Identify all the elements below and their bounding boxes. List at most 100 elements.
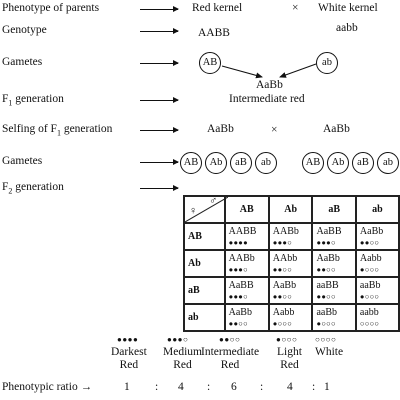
- cell-genotype: Aabb: [272, 306, 295, 318]
- ratio-separator: :: [207, 381, 211, 393]
- cell-genotype: AaBB: [228, 279, 254, 291]
- corner-diagonal: [185, 197, 228, 222]
- punnett-cell: AABB●●●●: [223, 222, 270, 251]
- punnett-header-row: ♀ ♂ AB Ab aB ab: [183, 195, 400, 224]
- punnett-cell: Aabb●○○○: [267, 303, 314, 332]
- parent2-phenotype: White kernel: [318, 2, 378, 14]
- punnett-cell: aaBB●●○○: [311, 276, 357, 305]
- gamete-right-1: AB: [302, 152, 324, 174]
- gamete-parent2: ab: [316, 52, 338, 74]
- cross-symbol-1: ×: [292, 2, 299, 14]
- punnett-cell: Aabb●○○○: [354, 249, 400, 278]
- class-line1: Medium: [163, 346, 202, 358]
- label-phenotype-of-parents: Phenotype of parents: [2, 2, 100, 14]
- punnett-cell: AaBB●●●○: [311, 222, 357, 251]
- cell-dots: ○○○○: [359, 318, 380, 328]
- ratio-value: 4: [178, 381, 184, 393]
- selfing-parent2: AaBb: [323, 123, 350, 135]
- class-line2: Red: [173, 359, 192, 371]
- f1-prefix: F: [2, 93, 9, 105]
- punnett-col-head: Ab: [267, 195, 314, 224]
- parent1-genotype: AABB: [198, 27, 230, 39]
- punnett-cell: aabb○○○○: [354, 303, 400, 332]
- cell-dots: ●●○○: [316, 264, 336, 274]
- cell-dots: ●○○○: [316, 318, 336, 328]
- f2-prefix: F: [2, 181, 9, 193]
- selfing-sub: 1: [56, 128, 61, 138]
- arrow-f2: [140, 185, 179, 191]
- cross-symbol-2: ×: [271, 124, 278, 136]
- class-line2: Red: [220, 359, 240, 371]
- cell-genotype: AABb: [272, 225, 299, 237]
- arrow-gametes: [140, 60, 179, 66]
- cell-dots: ●●○○: [316, 291, 336, 301]
- arrow-gametes-2: [140, 159, 179, 165]
- parent1-phenotype: Red kernel: [192, 2, 243, 14]
- cell-dots: ●●○○: [359, 237, 380, 247]
- cell-dots: ●●●○: [272, 237, 293, 247]
- punnett-row-head: Ab: [183, 249, 226, 278]
- punnett-col-head: ab: [354, 195, 400, 224]
- label-genotype: Genotype: [2, 24, 47, 36]
- punnett-cell: AaBb●●○○: [223, 303, 270, 332]
- f1-sub: 1: [8, 98, 13, 108]
- label-f1-generation: F1 generation: [2, 93, 64, 107]
- class-line1: Intermediate: [201, 346, 260, 358]
- cell-genotype: Aabb: [359, 252, 382, 264]
- arrow-parents: [140, 6, 179, 12]
- punnett-cell: AABb●●●○: [267, 222, 314, 251]
- punnett-col-head: AB: [223, 195, 270, 224]
- cell-dots: ●●○○: [228, 318, 248, 328]
- punnett-row-head: AB: [183, 222, 226, 251]
- punnett-cell: AAbb●●○○: [267, 249, 314, 278]
- selfing-prefix: Selfing of F: [2, 123, 57, 135]
- label-selfing-f1: Selfing of F1 generation: [2, 123, 112, 137]
- class-line1: Darkest: [111, 346, 147, 358]
- punnett-cell: AABb●●●○: [223, 249, 270, 278]
- ratio-value: 4: [287, 381, 293, 393]
- punnett-row-head: ab: [183, 303, 226, 332]
- punnett-cell: aaBb●○○○: [354, 276, 400, 305]
- f1-genotype: AaBb: [256, 79, 283, 91]
- ratio-label: Phenotypic ratio →: [2, 381, 93, 393]
- cell-genotype: AaBB: [316, 225, 342, 237]
- gamete-left-1: AB: [180, 152, 202, 174]
- cell-genotype: AaBb: [359, 225, 384, 237]
- selfing-suffix: generation: [60, 123, 113, 135]
- ratio-value: 1: [124, 381, 130, 393]
- punnett-row: AB AABB●●●● AABb●●●○ AaBB●●●○ AaBb●●○○: [183, 222, 400, 251]
- cell-genotype: AaBb: [316, 252, 340, 264]
- gamete-left-4: ab: [255, 152, 277, 174]
- punnett-cell: AaBB●●●○: [223, 276, 270, 305]
- f2-sub: 2: [8, 186, 13, 196]
- f1-suffix: generation: [12, 93, 64, 105]
- cell-dots: ●●○○: [272, 291, 293, 301]
- class-line1: White: [315, 346, 344, 358]
- class-line2: Red: [280, 359, 299, 371]
- punnett-row: aB AaBB●●●○ AaBb●●○○ aaBB●●○○ aaBb●○○○: [183, 276, 400, 305]
- class-dots-medium: ●●●○: [167, 335, 189, 344]
- punnett-cell: AaBb●●○○: [311, 249, 357, 278]
- cell-dots: ●●○○: [272, 264, 293, 274]
- cell-dots: ●●●○: [228, 264, 248, 274]
- class-dots-white: ○○○○: [315, 335, 337, 344]
- gamete-parent1: AB: [199, 52, 221, 74]
- gamete-left-3: aB: [230, 152, 252, 174]
- punnett-cell: aaBb●○○○: [311, 303, 357, 332]
- cell-dots: ●○○○: [272, 318, 293, 328]
- class-dots-light: ●○○○: [276, 335, 298, 344]
- gamete-left-2: Ab: [205, 152, 227, 174]
- arrow-f1: [140, 97, 179, 103]
- gamete-right-3: aB: [352, 152, 374, 174]
- punnett-col-head: aB: [311, 195, 357, 224]
- cell-dots: ●●●○: [316, 237, 336, 247]
- ratio-value: 6: [231, 381, 237, 393]
- punnett-cell: AaBb●●○○: [354, 222, 400, 251]
- label-f2-generation: F2 generation: [2, 181, 64, 195]
- class-line2: Red: [119, 359, 139, 371]
- female-symbol-icon: ♀: [189, 205, 198, 217]
